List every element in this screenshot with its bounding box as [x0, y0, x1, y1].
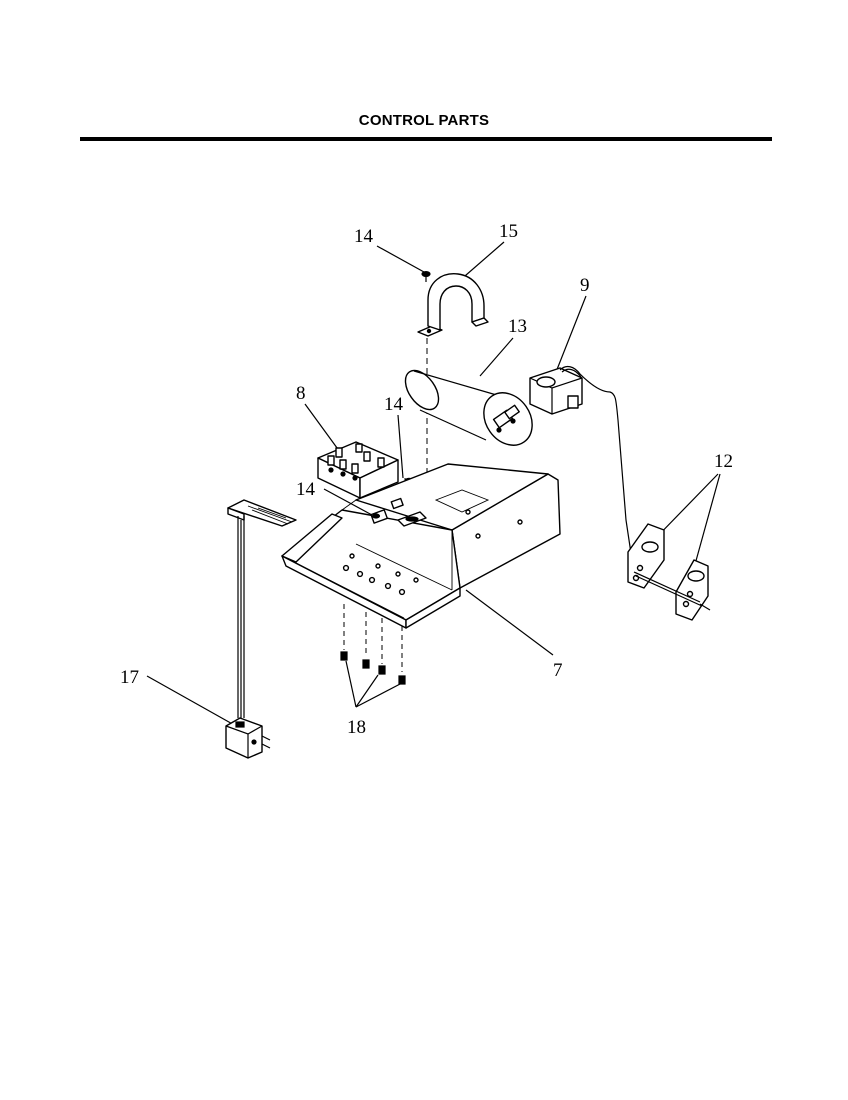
page-title: CONTROL PARTS [358, 112, 490, 129]
callout-12-bracket: 12 [714, 451, 733, 472]
capacitor-clamp-15 [417, 273, 489, 337]
callout-15-clamp: 15 [499, 221, 518, 242]
screws-18 [340, 651, 406, 685]
control-box-7 [281, 463, 561, 672]
callout-7-control-box: 7 [553, 660, 563, 681]
title-rule [80, 137, 772, 141]
capacitor-13 [404, 369, 533, 446]
callout-14-screw-top: 14 [354, 226, 374, 247]
brackets-12 [627, 523, 711, 621]
callout-13-capacitor: 13 [508, 316, 527, 337]
callout-14-screw-middle: 14 [384, 394, 404, 415]
screw-14-left [371, 513, 381, 519]
callout-18-screws: 18 [347, 717, 366, 738]
callout-17-power-cord: 17 [120, 667, 139, 688]
callout-14-screw-left: 14 [296, 479, 316, 500]
relay-8 [317, 441, 399, 499]
thermostat-9 [529, 365, 633, 561]
screw-14-top [421, 271, 431, 282]
power-cord-17 [225, 499, 297, 759]
callout-9-thermostat: 9 [580, 275, 590, 296]
callout-8-relay: 8 [296, 383, 306, 404]
